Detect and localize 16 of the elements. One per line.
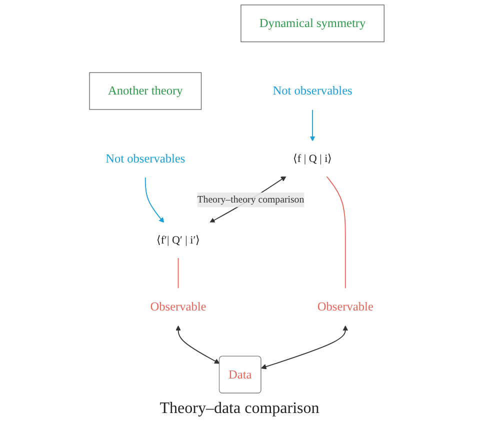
note-text: Theory–data comparison — [160, 400, 320, 418]
node-text: Observable — [317, 300, 374, 314]
connector — [178, 257, 179, 289]
arrow — [176, 325, 220, 364]
node-text: ⟨f′| Q′ | i′⟩ — [156, 234, 200, 246]
node-text: Not observables — [106, 152, 186, 166]
node-text: Observable — [150, 300, 206, 314]
node-text: Not observables — [272, 84, 352, 98]
connector — [326, 176, 346, 289]
arrow — [261, 325, 348, 370]
arrow — [310, 109, 316, 142]
edge-label: Theory–theory comparison — [197, 194, 304, 205]
node-text: ⟨f | Q | i⟩ — [293, 152, 332, 165]
arrow — [144, 176, 164, 223]
node-box: Dynamical symmetry — [240, 4, 384, 42]
node-box: Another theory — [89, 72, 202, 110]
